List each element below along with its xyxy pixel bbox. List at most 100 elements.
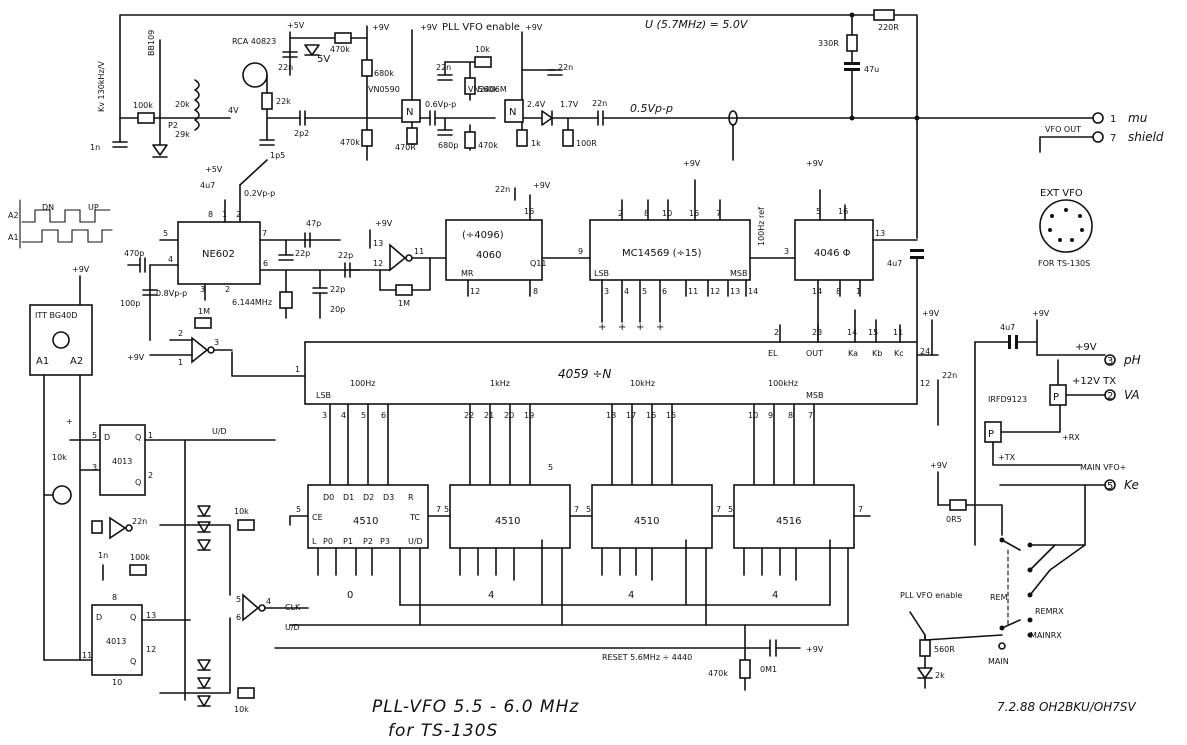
- title-line2: for TS-130S: [388, 721, 498, 741]
- svg-text:5: 5: [163, 229, 168, 238]
- pin3-label: 3: [1107, 356, 1113, 367]
- svg-text:2: 2: [225, 285, 230, 294]
- svg-text:3: 3: [604, 287, 609, 296]
- ic-4510-a: [307, 484, 429, 549]
- resistor-100k-b: [129, 564, 147, 576]
- label-4510-b: 4510: [495, 516, 520, 527]
- label-kc: Kc: [894, 349, 904, 358]
- label-470k-b: 470k: [340, 138, 360, 147]
- digit-4-a: 4: [488, 590, 494, 601]
- terminal-pin5[interactable]: [1104, 479, 1116, 491]
- label-9v-f: +9V: [683, 159, 701, 168]
- pin1-name: mu: [1128, 111, 1148, 125]
- terminal-pin1[interactable]: [1092, 112, 1104, 124]
- svg-text:5: 5: [586, 505, 591, 514]
- svg-text:20: 20: [504, 411, 514, 420]
- resistor-1m-a: [395, 284, 413, 296]
- svg-text:5: 5: [728, 505, 733, 514]
- label-up: UP: [88, 203, 99, 212]
- nand-gate-c: [109, 516, 127, 540]
- svg-text:8: 8: [112, 593, 117, 602]
- ic-4046: [794, 219, 874, 281]
- label-pll-enable-2: PLL VFO enable: [900, 591, 962, 600]
- svg-text:Q: Q: [135, 478, 141, 487]
- svg-text:17: 17: [626, 411, 636, 420]
- label-a1-timing: A1: [8, 233, 19, 242]
- svg-text:5: 5: [444, 505, 449, 514]
- svg-text:D1: D1: [343, 493, 354, 502]
- svg-text:8: 8: [836, 287, 841, 296]
- label-47p: 47p: [306, 219, 321, 228]
- label-9v-g: +9V: [806, 159, 824, 168]
- label-9v-n: +9V: [930, 461, 948, 470]
- ne602-chip: [177, 221, 261, 285]
- label-ka: Ka: [848, 349, 858, 358]
- label-24v: 2.4V: [527, 100, 546, 109]
- title-block: PLL-VFO 5.5 - 6.0 MHz for TS-130S 7.2.88…: [372, 697, 1137, 741]
- resistor-470r: [406, 127, 418, 145]
- pin5-label: 5: [1107, 481, 1113, 492]
- svg-text:14: 14: [812, 287, 822, 296]
- resistor-560k: [464, 77, 476, 95]
- mode-switch[interactable]: REMRX MAINRX REM MAIN: [988, 484, 1086, 666]
- encoder-itt[interactable]: [29, 304, 93, 376]
- label-remrx: REMRX: [1035, 607, 1064, 616]
- label-10k-d: 10k: [234, 705, 249, 714]
- label-reset: RESET 5.6MHz ÷ 4440: [602, 653, 692, 662]
- svg-text:MR: MR: [461, 269, 474, 278]
- knob-icon: [52, 331, 70, 349]
- label-mainvfo: MAIN VFO+: [1080, 463, 1126, 472]
- terminal-pin3[interactable]: [1104, 354, 1116, 366]
- svg-text:6: 6: [662, 287, 667, 296]
- label-ne602: NE602: [202, 249, 235, 260]
- label-9v-a: +9V: [372, 23, 390, 32]
- rca-mosfet: [242, 62, 268, 88]
- ic-4060: [445, 219, 543, 281]
- label-10k-b: 10k: [52, 453, 67, 462]
- svg-text:+: +: [66, 417, 73, 426]
- label-4013-a: 4013: [112, 457, 132, 466]
- label-22n-d: 22n: [592, 99, 607, 108]
- diode-network: [197, 505, 211, 707]
- vn0590-fet: [401, 99, 421, 123]
- svg-text:4: 4: [341, 411, 346, 420]
- label-9v-m: +9V: [1075, 342, 1097, 353]
- label-9v-j: +9V: [72, 265, 90, 274]
- terminal-pin7[interactable]: [1092, 131, 1104, 143]
- label-plus-tx: +TX: [998, 453, 1016, 462]
- svg-text:8: 8: [644, 209, 649, 218]
- label-9v-c: +9V: [525, 23, 543, 32]
- label-4u7-c: 4u7: [1000, 323, 1015, 332]
- resistor-100r: [562, 129, 574, 147]
- terminal-pin2[interactable]: [1104, 389, 1116, 401]
- label-100r: 100R: [576, 139, 597, 148]
- label-560r: 560R: [934, 645, 955, 654]
- svg-text:16: 16: [524, 207, 534, 216]
- label-08v: 0.8Vp-p: [156, 289, 187, 298]
- resistor-1m-b: [194, 317, 212, 329]
- svg-text:21: 21: [484, 411, 494, 420]
- label-4046: 4046 Φ: [814, 248, 851, 259]
- svg-text:D0: D0: [323, 493, 334, 502]
- label-vn2406: VN2406M: [468, 85, 507, 94]
- label-20k: 20k: [175, 100, 190, 109]
- svg-text:10: 10: [748, 411, 758, 420]
- svg-text:+: +: [618, 322, 626, 333]
- svg-text:TC: TC: [409, 513, 420, 522]
- label-bb109: BB109: [147, 30, 156, 56]
- label-9v-e: +9V: [533, 181, 551, 190]
- label-100khz: 100kHz: [768, 379, 798, 388]
- svg-text:R: R: [408, 493, 414, 502]
- resistor-680k: [361, 59, 373, 77]
- label-100p: 100p: [120, 299, 140, 308]
- resistor-1k: [516, 129, 528, 147]
- label-06v: 0.6Vp-p: [425, 100, 456, 109]
- svg-text:P3: P3: [380, 537, 390, 546]
- resistor-0r5: [949, 499, 967, 511]
- label-a2-timing: A2: [8, 211, 19, 220]
- label-main: MAIN: [988, 657, 1009, 666]
- label-9v-d: +9V: [375, 219, 393, 228]
- encoder-section: DN UP A2 A1 ITT BG40D A1 A2 +9V 1M +9V 2…: [8, 199, 233, 661]
